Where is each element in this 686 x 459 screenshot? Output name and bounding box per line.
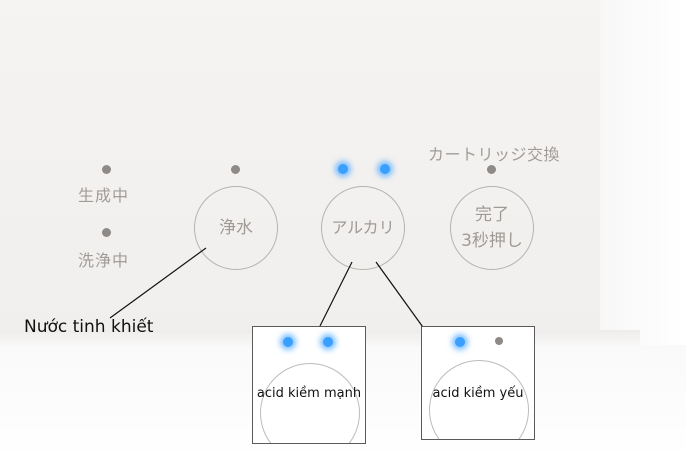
generating-indicator	[102, 165, 111, 174]
pure-water-button[interactable]: 浄水	[194, 186, 278, 270]
weak-led-1	[455, 337, 465, 347]
weak-alkaline-caption: acid kiềm yếu	[432, 386, 524, 401]
pure-water-button-label: 浄水	[219, 218, 253, 238]
cartridge-complete-button[interactable]: 完了 3秒押し	[450, 186, 534, 270]
weak-alkaline-callout-line	[375, 261, 426, 331]
alkali-button-outline	[260, 363, 360, 443]
cartridge-exchange-indicator	[487, 165, 496, 174]
pure-water-indicator	[231, 165, 240, 174]
weak-led-2-off	[495, 337, 503, 345]
alkali-button-label: アルカリ	[331, 218, 395, 237]
alkali-led-2	[380, 164, 390, 174]
strong-led-1	[283, 337, 293, 347]
press-3-seconds-label: 3秒押し	[461, 231, 523, 251]
alkali-led-1	[338, 164, 348, 174]
strong-alkaline-zoom: acid kiềm mạnh	[252, 326, 366, 444]
pure-water-callout-line	[109, 247, 207, 319]
cleaning-label: 洗浄中	[78, 251, 130, 270]
cartridge-exchange-label: カートリッジ交換	[428, 145, 561, 164]
complete-label: 完了	[475, 205, 509, 225]
weak-alkaline-zoom: acid kiềm yếu	[421, 326, 535, 440]
pure-water-annotation: Nước tinh khiết	[24, 317, 154, 337]
strong-alkaline-callout-line	[319, 261, 353, 327]
strong-alkaline-caption: acid kiềm mạnh	[256, 386, 362, 401]
strong-led-2	[323, 337, 333, 347]
cleaning-indicator	[102, 228, 111, 237]
alkali-button[interactable]: アルカリ	[321, 186, 405, 270]
generating-label: 生成中	[78, 186, 130, 205]
